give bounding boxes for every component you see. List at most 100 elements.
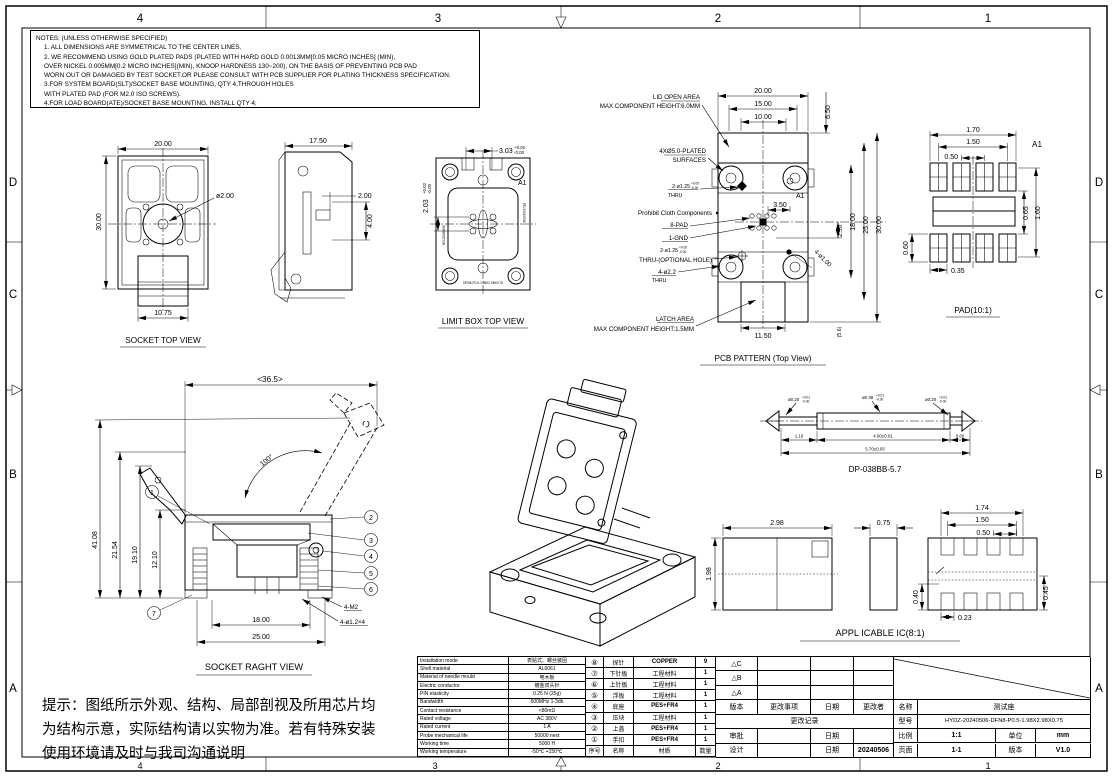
part-qty: 1 [696, 723, 716, 735]
spec-value: 表贴式、螺丝装固 [509, 657, 586, 666]
dim-limit-w-tol-dn: -0.00 [514, 150, 525, 155]
unit-value: mm [1036, 729, 1091, 744]
part-no: ④ [586, 701, 604, 713]
notes-box: NOTES: (UNLESS OTHERWISE SPECIFIED) 1. A… [30, 30, 480, 108]
zone-col-2-top: 2 [715, 13, 721, 25]
spec-label: Rated current [418, 723, 509, 732]
approve-date-label: 日期 [811, 729, 854, 744]
balloon-4-num: 4 [369, 554, 373, 561]
spec-value: 0.25 N (25g) [509, 690, 586, 699]
pcb-ann-hole1-tol-dn: -0.00 [691, 186, 698, 190]
part-name: 探针 [604, 657, 634, 669]
design-date-label: 日期 [811, 743, 854, 758]
pcb-dim-r4: 30.00 [876, 216, 883, 234]
part-no: ⑧ [586, 657, 604, 669]
pcb-ann-hole1a: 2-ø1.25 [672, 184, 690, 190]
pcb-dim-w3: 10.00 [754, 114, 772, 121]
pcb-ann-pad: 8-PAD [670, 222, 688, 229]
part-name: 手扣 [604, 734, 634, 746]
approve-label: 审批 [716, 729, 758, 744]
zone-row-a-right: A [1095, 683, 1103, 695]
center-arrow-bottom [555, 756, 567, 771]
logo-area [894, 657, 1091, 701]
spec-value: <80mΩ [509, 706, 586, 716]
dim-socket-hole: ø2.00 [216, 193, 234, 200]
applicable-ic-label: APPL ICABLE IC(8:1) [835, 628, 924, 638]
part-qty: 9 [696, 657, 716, 669]
spec-label: Rated voltage [418, 715, 509, 724]
limit-box-label: LIMIT BOX TOP VIEW [442, 317, 524, 326]
pcb-ann-lid2: MAX COMPONENT HEIGHT:6.0MM [600, 103, 700, 110]
spec-value: 镀金双头针 [509, 681, 586, 691]
page-value: 1-1 [918, 743, 996, 758]
parts-header-material: 材质 [634, 745, 696, 757]
balloon-1: 1 [145, 485, 211, 525]
center-arrow-top [555, 6, 567, 29]
delta-a: △A [716, 685, 758, 701]
rev-value: V1.0 [1036, 743, 1091, 758]
hint-line-2: 为结构示意，实际结构请以实物为准。若有特殊安装 [42, 722, 376, 738]
balloon-2-num: 2 [369, 515, 373, 522]
spec-label: PIN elasticity [418, 690, 509, 699]
zone-row-a-left: A [9, 683, 17, 695]
title-info-block: 名称 测试座 型号 HYDZ-20240506-DFN8-P0.5-1.98X2… [894, 657, 1091, 758]
notes-line-6: WITH PLATED PAD (FOR M2.0 ISO SCREWS). [44, 90, 181, 98]
zone-col-2-bottom: 2 [715, 761, 720, 771]
ic-dim-b2: 1.50 [975, 517, 989, 524]
sheet-border: 4 3 2 1 4 3 2 1 D C B A D C B A [5, 5, 1108, 772]
part-name: 底座 [604, 701, 634, 713]
logo-diagonal [894, 658, 1090, 699]
balloon-3-num: 3 [369, 538, 373, 545]
spec-value: 电木板 [509, 673, 586, 682]
ic-dim-w: 2.98 [770, 520, 784, 527]
pad-dim-gap: 0.65 [1023, 206, 1030, 220]
parts-header-no: 序号 [586, 745, 604, 757]
part-material: PES+FR4 [634, 701, 696, 713]
ic-dim-b4: 0.40 [913, 590, 920, 604]
ann-screw: 4-M2 [344, 604, 359, 611]
ic-dim-b1: 1.74 [975, 505, 989, 512]
pcb-ann-lid1: LID OPEN AREA [653, 94, 701, 101]
scale-label: 比例 [894, 729, 918, 744]
notes-line-7: 4.FOR LOAD BOARD(ATE)/SOCKET BASE MOUNTI… [44, 100, 257, 108]
dim-limit-h: 2.03 [423, 199, 430, 213]
zone-row-d-left: D [9, 177, 17, 189]
limit-box-view: 3.03 +0.02 -0.00 2.03 +0.02 -0.00 A1 NO.… [422, 145, 536, 329]
ann-pin: 4-ø1.2×4 [340, 619, 365, 626]
part-material: 工程材料 [634, 712, 696, 724]
pcb-ann-hole3b: THRU [652, 278, 667, 284]
part-no: ③ [586, 712, 604, 724]
pad-dim-pad-w: 0.35 [951, 268, 965, 275]
pcb-dim-r2: 18.00 [850, 213, 857, 231]
balloon-5-num: 5 [369, 571, 373, 578]
part-material: PES+FR4 [634, 723, 696, 735]
pcb-ann-latch2: MAX COMPONENT HEIGHT:1.5MM [594, 326, 694, 333]
change-label: 更改事项 [758, 700, 811, 715]
date-label: 日期 [811, 700, 854, 715]
parts-header-qty: 数量 [696, 745, 716, 757]
balloon-6-num: 6 [369, 587, 373, 594]
dim-side-width: 17.50 [309, 138, 327, 145]
part-qty: 1 [696, 734, 716, 746]
probe-dia-left: ø0.20 [788, 397, 800, 402]
part-no: ⑦ [586, 668, 604, 680]
pcb-dim-r1: 2.50 [837, 224, 844, 237]
notes-line-1: 1. ALL DIMENSIONS ARE SYMMETRICAL TO THE… [44, 44, 242, 52]
part-material: 工程材料 [634, 690, 696, 702]
zone-col-4-bottom: 4 [137, 761, 142, 771]
ic-dim-b5: 0.23 [958, 615, 972, 622]
limit-code-bottom: DFN8-P0.5-1.98X2.98X0.75 [463, 281, 503, 285]
part-name: 浮板 [604, 690, 634, 702]
dim-limit-h-tol-up: +0.02 [422, 182, 427, 194]
dim-side-b: 4.00 [367, 214, 374, 228]
pad-dim-w2: 1.50 [966, 139, 980, 146]
probe-dim-l2: 4.00±0.01 [873, 434, 893, 439]
parts-header-name: 名称 [604, 745, 634, 757]
zone-col-1-bottom: 1 [985, 761, 990, 771]
page-label: 页面 [894, 743, 918, 758]
dim-h1: 41.08 [92, 531, 99, 549]
hint-line-1: 提示：图纸所示外观、结构、局部剖视及所用芯片均 [42, 698, 376, 714]
spec-label: Working time [418, 740, 509, 749]
dim-b1: 18.00 [252, 617, 270, 624]
